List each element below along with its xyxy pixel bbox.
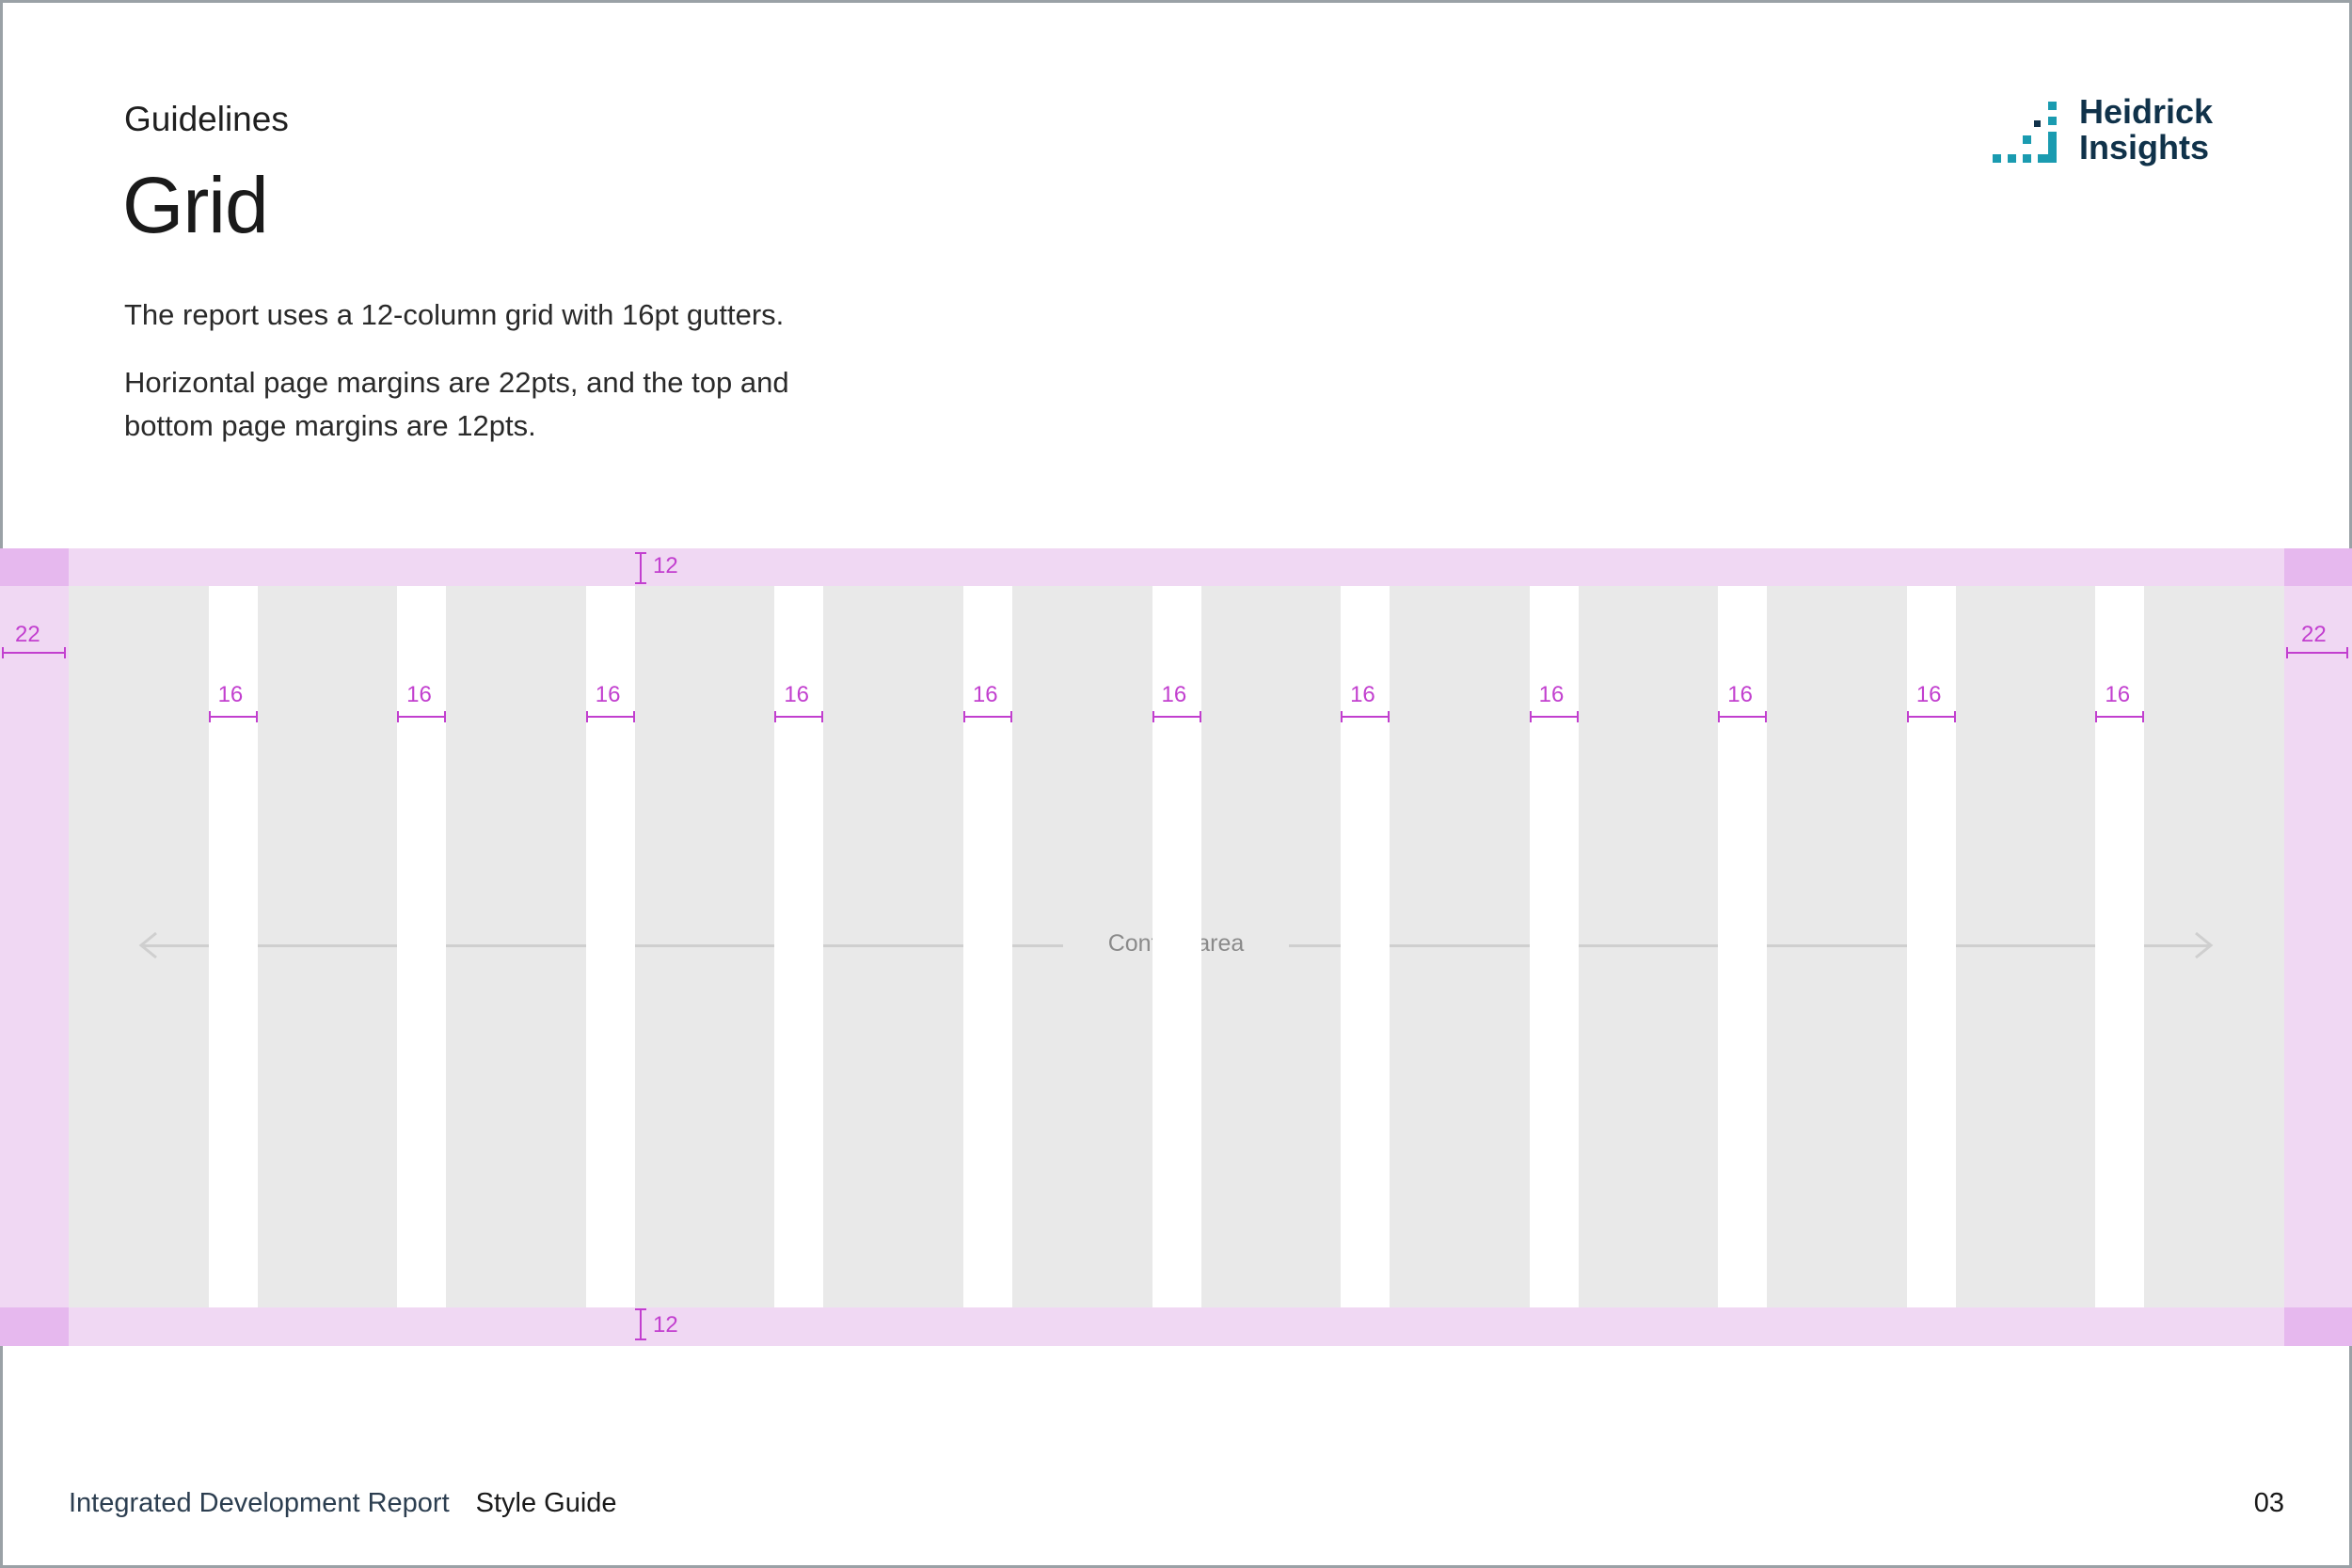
left-margin [0, 548, 69, 1346]
gutter [1718, 586, 1768, 1307]
brand-logo: Heidrick Insights [1993, 94, 2242, 169]
gutter [774, 586, 824, 1307]
gutter-label: 16 [406, 682, 432, 707]
gutter-label: 16 [2105, 682, 2131, 707]
intro-paragraph-1: The report uses a 12-column grid with 16… [124, 298, 785, 331]
gutter-dimension [585, 711, 635, 722]
margin-corner [0, 548, 69, 586]
arrow-left-icon [138, 931, 157, 959]
gutter-dimension [774, 711, 824, 722]
right-margin-dimension [2286, 647, 2348, 658]
gutter [1152, 586, 1201, 1307]
gutter-dimension [1152, 711, 1201, 722]
gutter [208, 586, 258, 1307]
footer-section: Style Guide [475, 1488, 617, 1518]
gutter [397, 586, 447, 1307]
gutter [585, 586, 635, 1307]
logo-wordmark: Heidrick Insights [2079, 94, 2213, 166]
logo-mark-icon [1993, 102, 2057, 163]
bottom-margin [0, 1307, 2352, 1346]
gutter-label: 16 [1161, 682, 1187, 707]
gutter-dimension [208, 711, 258, 722]
logo-line-2: Insights [2079, 128, 2210, 166]
gutter-dimension [397, 711, 447, 722]
gutter-dimension [1906, 711, 1956, 722]
margin-corner [2284, 548, 2352, 586]
gutter [962, 586, 1012, 1307]
gutter-label: 16 [1915, 682, 1942, 707]
gutter-label: 16 [972, 682, 998, 707]
gutter-label: 16 [1350, 682, 1375, 707]
gutter-label: 16 [217, 682, 244, 707]
arrow-right-icon [2195, 931, 2214, 959]
right-margin-label: 22 [2301, 622, 2327, 647]
gutter [1341, 586, 1391, 1307]
footer-report-title: Integrated Development Report [69, 1488, 450, 1518]
gutter-dimension [962, 711, 1012, 722]
section-eyebrow: Guidelines [124, 100, 289, 138]
gutter [1529, 586, 1579, 1307]
top-margin [0, 548, 2352, 586]
gutter-label: 16 [1727, 682, 1753, 707]
logo-line-1: Heidrick [2079, 92, 2214, 131]
gutter-label: 16 [595, 682, 621, 707]
gutter-dimension [1718, 711, 1768, 722]
top-margin-label: 12 [653, 553, 678, 578]
left-margin-dimension [2, 647, 66, 658]
margin-corner [0, 1307, 69, 1346]
page-title: Grid [122, 161, 269, 249]
gutter-label: 16 [1538, 682, 1565, 707]
intro-paragraph-2: Horizontal page margins are 22pts, and t… [124, 366, 789, 442]
bottom-margin-dimension [635, 1308, 646, 1340]
page-number: 03 [2253, 1488, 2284, 1518]
intro-text: The report uses a 12-column grid with 16… [124, 293, 877, 472]
footer-title: Integrated Development Report Style Guide [69, 1488, 617, 1519]
right-margin [2284, 548, 2352, 1346]
gutter-dimension [2095, 711, 2145, 722]
gutter [2095, 586, 2145, 1307]
gutter-dimension [1341, 711, 1391, 722]
bottom-margin-label: 12 [653, 1312, 678, 1338]
margin-corner [2284, 1307, 2352, 1346]
top-margin-dimension [635, 552, 646, 584]
left-margin-label: 22 [15, 622, 40, 647]
gutter [1906, 586, 1956, 1307]
gutter-dimension [1529, 711, 1579, 722]
gutter-label: 16 [784, 682, 810, 707]
